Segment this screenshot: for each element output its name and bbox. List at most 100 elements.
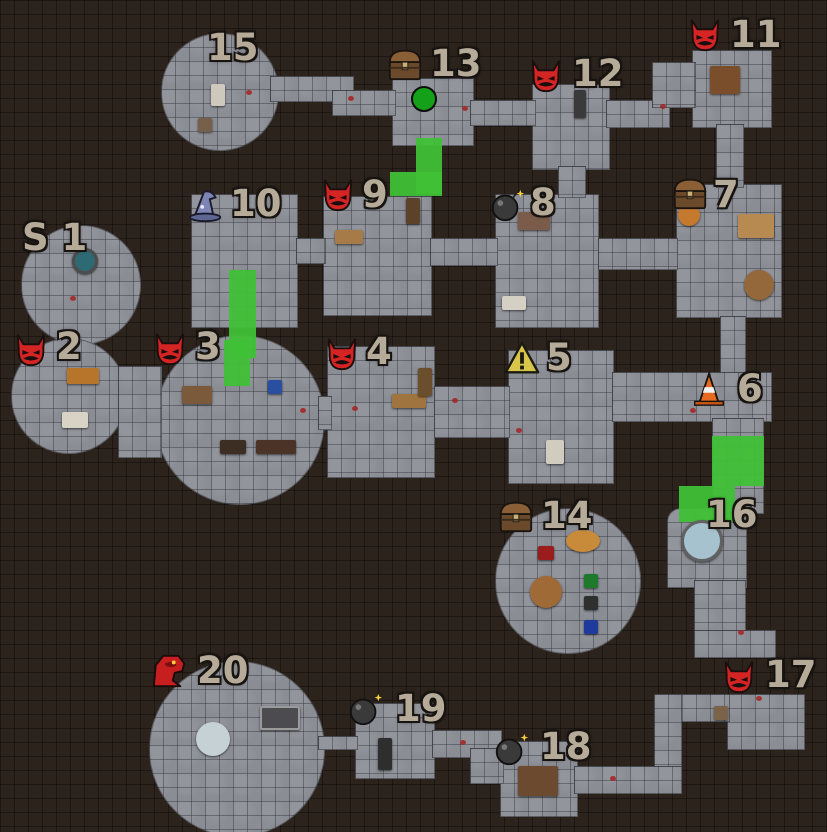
table-prop (392, 394, 426, 408)
bookshelf-prop (406, 198, 420, 224)
wizard-hat-icon (187, 186, 225, 224)
corridor-13-12 (470, 100, 536, 126)
path-highlight-6-16 (712, 436, 764, 486)
corridor-8-7 (598, 238, 678, 270)
room-20-floor (149, 661, 325, 832)
blood-splatter (300, 408, 306, 413)
demon-icon (319, 176, 357, 214)
dragon-icon (150, 652, 188, 690)
bench-prop (220, 440, 246, 454)
bomb-icon (346, 690, 384, 728)
corridor-12-8 (558, 166, 586, 198)
blood-splatter (756, 696, 762, 701)
blood-splatter (246, 90, 252, 95)
blood-splatter (348, 96, 354, 101)
table-prop (182, 386, 212, 404)
table-prop (530, 576, 562, 608)
room-label-7: 7 (713, 173, 739, 216)
room-label-20: 20 (197, 649, 249, 692)
table-prop (518, 766, 558, 796)
room-12-floor (532, 84, 610, 170)
bed-prop (546, 440, 564, 464)
corridor-10-9 (296, 238, 326, 264)
room-label-12: 12 (572, 52, 624, 95)
fountain-prop (196, 722, 230, 756)
room-label-9: 9 (362, 173, 388, 216)
bed-prop (574, 90, 586, 118)
bench-prop (256, 440, 296, 454)
demon-icon (686, 16, 724, 54)
bomb-icon (492, 730, 530, 768)
crate-prop (198, 118, 212, 132)
room-label-17: 17 (765, 653, 817, 696)
chair-prop (584, 596, 598, 610)
corridor-17-18c (574, 766, 682, 794)
blood-splatter (352, 406, 358, 411)
room-label-15: 15 (207, 26, 259, 69)
shelf-prop (378, 738, 392, 770)
blood-splatter (452, 398, 458, 403)
room-label-1: S 1 (22, 216, 88, 259)
room-label-11: 11 (730, 13, 782, 56)
corridor-15-13 (270, 76, 354, 102)
chair-prop (584, 620, 598, 634)
room-label-4: 4 (366, 330, 392, 373)
shelf-prop (418, 368, 432, 396)
chest-icon (386, 45, 424, 83)
room-label-13: 13 (430, 42, 482, 85)
barrel-prop (744, 270, 774, 300)
blood-splatter (516, 428, 522, 433)
path-highlight-13-9b (390, 172, 442, 196)
corridor-6 (612, 372, 772, 422)
chest-prop (268, 380, 282, 394)
room-1-floor (21, 225, 141, 345)
altar-prop (260, 706, 300, 730)
blood-splatter (660, 104, 666, 109)
corridor-9-8 (430, 238, 498, 266)
room-label-3: 3 (195, 325, 221, 368)
bed-prop (502, 296, 526, 310)
chair-prop (584, 574, 598, 588)
demon-icon (151, 330, 189, 368)
chest-icon (497, 497, 535, 535)
pool-prop (681, 520, 723, 562)
corridor-16-17b (694, 630, 776, 658)
blood-splatter (462, 106, 468, 111)
corridor-7-6 (720, 316, 746, 376)
table-prop (710, 66, 740, 94)
blood-splatter (460, 740, 466, 745)
room-4-floor (327, 346, 435, 478)
path-highlight-10-3b (224, 340, 250, 386)
rug-prop (518, 212, 550, 230)
room-label-18: 18 (540, 725, 592, 768)
blood-splatter (70, 296, 76, 301)
traffic-cone-icon (690, 370, 728, 408)
table-prop (67, 368, 99, 384)
corridor-11-7 (716, 124, 744, 188)
demon-icon (12, 331, 50, 369)
corridor-2-3 (118, 366, 162, 458)
corridor-15-13b (332, 90, 396, 116)
table-prop (738, 214, 774, 238)
corridor-20-19 (318, 736, 358, 750)
player-token[interactable] (411, 86, 437, 112)
demon-icon (527, 57, 565, 95)
room-label-16: 16 (706, 493, 758, 536)
blood-splatter (738, 630, 744, 635)
rug-prop (566, 530, 600, 552)
table-prop (335, 230, 363, 244)
room-label-14: 14 (541, 494, 593, 537)
room-label-10: 10 (230, 182, 282, 225)
demon-icon (720, 658, 758, 696)
corridor-3-4 (318, 396, 332, 430)
room-13-floor (392, 78, 474, 146)
bomb-icon (488, 186, 526, 224)
chest-icon (671, 174, 709, 212)
room-label-8: 8 (530, 181, 556, 224)
path-highlight-6-16b (679, 486, 735, 522)
corridor-4-5 (434, 386, 510, 438)
well-prop (72, 248, 98, 274)
room-label-19: 19 (395, 687, 447, 730)
room-17-floor (727, 694, 805, 750)
